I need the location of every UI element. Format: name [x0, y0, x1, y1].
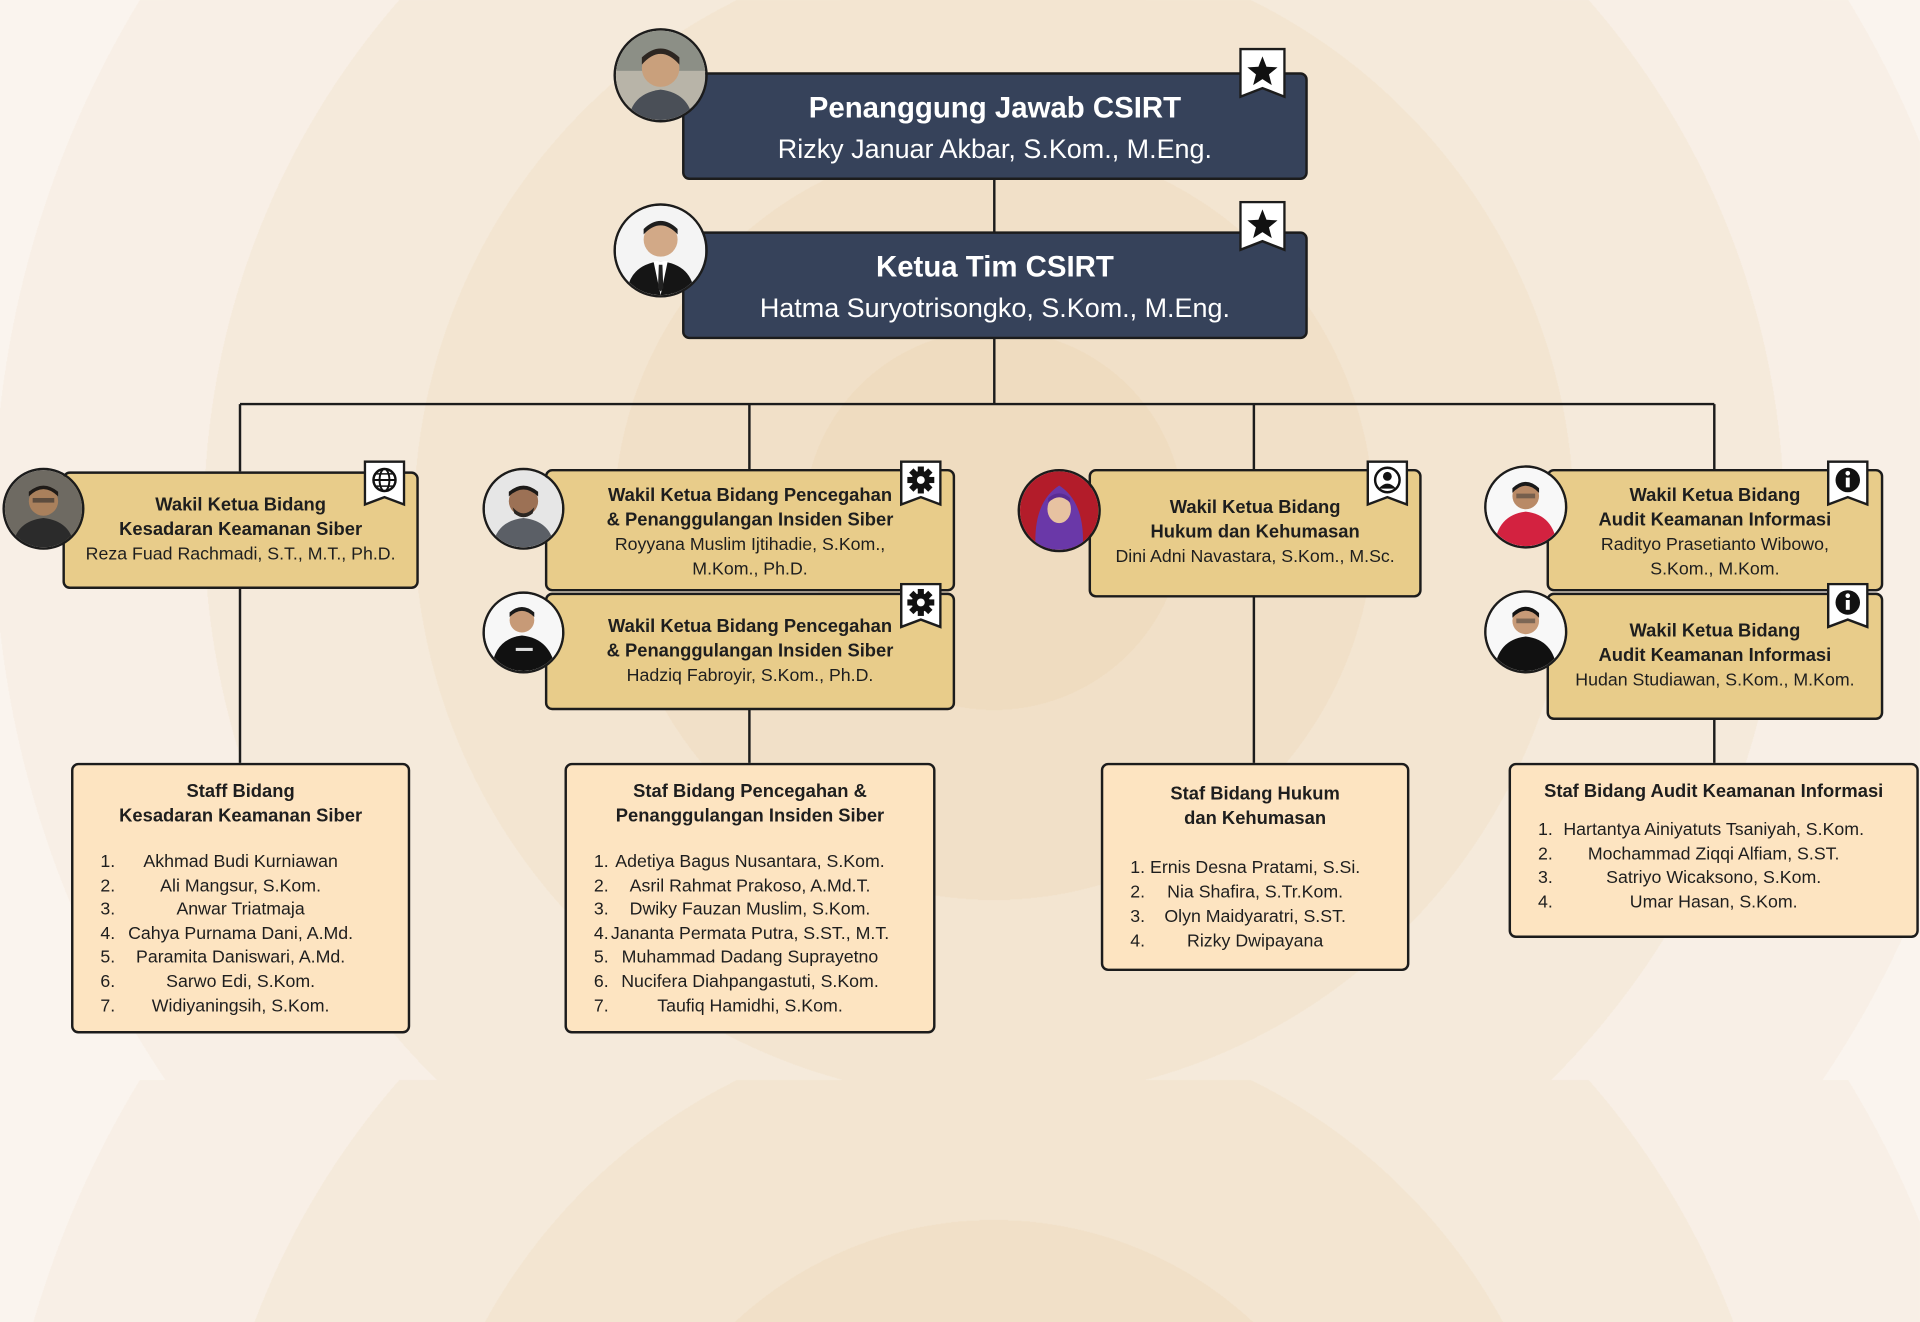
list-item: 3.Satriyo Wicaksono, S.Kom.: [1537, 868, 1822, 888]
staff-legal-box: Staf Bidang Hukum dan Kehumasan 1.Ernis …: [1100, 762, 1410, 972]
chair-box: Ketua Tim CSIRT Hatma Suryotrisongko, S.…: [682, 231, 1308, 340]
list-item: 2.Asril Rahmat Prakoso, A.Md.T.: [593, 876, 871, 896]
deputy-prevention-2-box: Wakil Ketua Bidang Pencegahan & Penanggu…: [544, 592, 956, 711]
staff-prevention-box: Staf Bidang Pencegahan & Penanggulangan …: [564, 762, 936, 1034]
staff-audit-box: Staf Bidang Audit Keamanan Informasi 1.H…: [1508, 762, 1919, 938]
staff-awareness-list: 1.Akhmad Budi Kurniawan 2.Ali Mangsur, S…: [73, 851, 407, 1019]
list-item: 7.Taufiq Hamidhi, S.Kom.: [593, 996, 843, 1016]
deputy-prevention-1-avatar: [482, 467, 565, 550]
responsible-title: Penanggung Jawab CSIRT: [808, 91, 1182, 125]
deputy-prevention-1-box: Wakil Ketua Bidang Pencegahan & Penanggu…: [544, 468, 956, 592]
gear-icon: [900, 582, 942, 630]
staff-legal-list: 1.Ernis Desna Pratami, S.Si. 2.Nia Shafi…: [1103, 856, 1407, 954]
globe-icon: [363, 460, 406, 507]
responsible-name: Rizky Januar Akbar, S.Kom., M.Eng.: [777, 133, 1213, 165]
list-item: 4.Rizky Dwipayana: [1130, 931, 1324, 952]
staff-awareness-box: Staff Bidang Kesadaran Keamanan Siber 1.…: [71, 762, 411, 1034]
list-item: 4.Cahya Purnama Dani, A.Md.: [100, 924, 354, 944]
person-photo-icon: [615, 205, 706, 296]
chair-avatar: [613, 203, 708, 298]
responsible-avatar: [613, 28, 708, 123]
deputy-awareness-box: Wakil Ketua Bidang Kesadaran Keamanan Si…: [62, 471, 419, 589]
list-item: 2.Mochammad Ziqqi Alfiam, S.ST.: [1537, 844, 1840, 864]
deputy-audit-1-avatar: [1484, 465, 1568, 549]
deputy-awareness-avatar: [2, 467, 85, 550]
list-item: 6.Sarwo Edi, S.Kom.: [100, 972, 316, 992]
deputy-legal-avatar: [1017, 468, 1101, 553]
list-item: 1.Hartantya Ainiyatuts Tsaniyah, S.Kom.: [1537, 820, 1865, 841]
deputy-prevention-2-avatar: [482, 591, 565, 674]
list-item: 7.Widiyaningsih, S.Kom.: [100, 996, 330, 1016]
list-item: 1.Adetiya Bagus Nusantara, S.Kom.: [593, 852, 885, 872]
chair-name: Hatma Suryotrisongko, S.Kom., M.Eng.: [759, 292, 1230, 324]
list-item: 5.Muhammad Dadang Suprayetno: [593, 948, 879, 968]
list-item: 3.Olyn Maidyaratri, S.ST.: [1130, 907, 1346, 927]
person-photo-icon: [484, 470, 563, 548]
list-item: 1.Akhmad Budi Kurniawan: [100, 852, 338, 872]
person-photo-icon: [4, 470, 83, 548]
list-item: 3.Anwar Triatmaja: [100, 900, 305, 920]
list-item: 4.Jananta Permata Putra, S.ST., M.T.: [593, 924, 890, 944]
info-icon: [1826, 582, 1869, 630]
responsible-box: Penanggung Jawab CSIRT Rizky Januar Akba…: [682, 72, 1308, 181]
person-photo-icon: [615, 30, 706, 121]
list-item: 5.Paramita Daniswari, A.Md.: [100, 948, 346, 968]
deputy-audit-2-avatar: [1484, 590, 1568, 674]
person-photo-icon: [1486, 467, 1565, 547]
person-photo-icon: [1486, 592, 1565, 672]
info-icon: [1826, 460, 1869, 507]
person-photo-icon: [484, 593, 563, 672]
user-icon: [1366, 460, 1409, 507]
list-item: 2.Nia Shafira, S.Tr.Kom.: [1130, 882, 1344, 903]
list-item: 1.Ernis Desna Pratami, S.Si.: [1130, 858, 1361, 878]
staff-audit-list: 1.Hartantya Ainiyatuts Tsaniyah, S.Kom. …: [1511, 819, 1916, 915]
chair-title: Ketua Tim CSIRT: [875, 251, 1114, 285]
list-item: 3.Dwiky Fauzan Muslim, S.Kom.: [593, 900, 871, 920]
list-item: 4.Umar Hasan, S.Kom.: [1537, 892, 1798, 912]
staff-prevention-list: 1.Adetiya Bagus Nusantara, S.Kom. 2.Asri…: [567, 851, 933, 1019]
star-icon: [1239, 47, 1286, 99]
list-item: 6.Nucifera Diahpangastuti, S.Kom.: [593, 972, 879, 992]
person-photo-icon: [1020, 471, 1099, 550]
deputy-legal-box: Wakil Ketua Bidang Hukum dan Kehumasan D…: [1088, 468, 1422, 598]
list-item: 2.Ali Mangsur, S.Kom.: [100, 876, 322, 896]
star-icon: [1239, 200, 1286, 252]
gear-icon: [900, 460, 942, 507]
